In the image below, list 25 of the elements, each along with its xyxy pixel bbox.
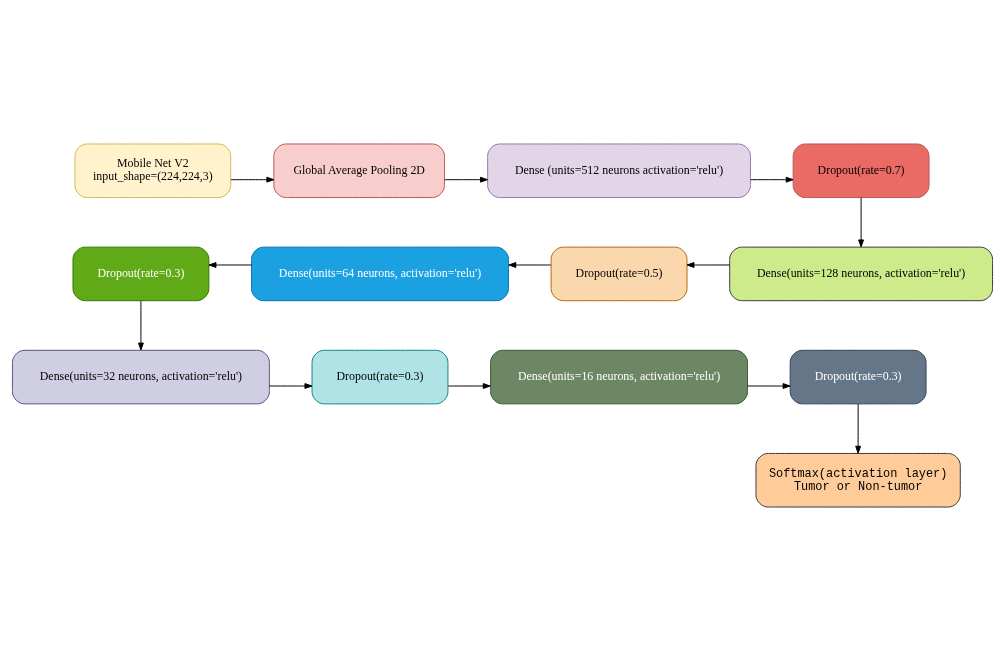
arrow xyxy=(269,382,313,389)
node-box: Dense(units=32 neurons, activation='relu') xyxy=(11,349,270,404)
arrow xyxy=(447,382,491,389)
node-box: Dropout(rate=0.7) xyxy=(792,142,930,198)
arrow xyxy=(138,299,144,350)
node-box: Dropout(rate=0.3) xyxy=(311,349,449,404)
node-box: Dropout(rate=0.5) xyxy=(550,246,688,301)
node-box: Dense(units=64 neurons, activation='relu') xyxy=(251,246,509,301)
node-box: Global Average Pooling 2D xyxy=(273,142,445,198)
node-box: Dense(units=128 neurons, activation='relu') xyxy=(729,246,994,301)
node-box: Mobile Net V2 input_shape=(224,224,3) xyxy=(74,142,232,198)
arrow xyxy=(230,176,275,183)
arrow xyxy=(208,261,252,268)
arrow xyxy=(686,261,730,268)
node-box: Dense (units=512 neurons activation='relu') xyxy=(487,142,751,198)
arrow xyxy=(508,261,552,268)
arrow xyxy=(444,176,488,183)
arrow xyxy=(855,402,862,454)
node-box: Dropout(rate=0.3) xyxy=(72,246,210,301)
arrow xyxy=(858,196,865,247)
arrow xyxy=(747,382,791,389)
node-box: Dense(units=16 neurons, activation='relu') xyxy=(490,349,748,404)
arrow xyxy=(750,176,794,183)
node-box: Softmax(activation layer) Tumor or Non-tumor xyxy=(755,452,961,508)
node-box: Dropout(rate=0.3) xyxy=(789,349,927,404)
